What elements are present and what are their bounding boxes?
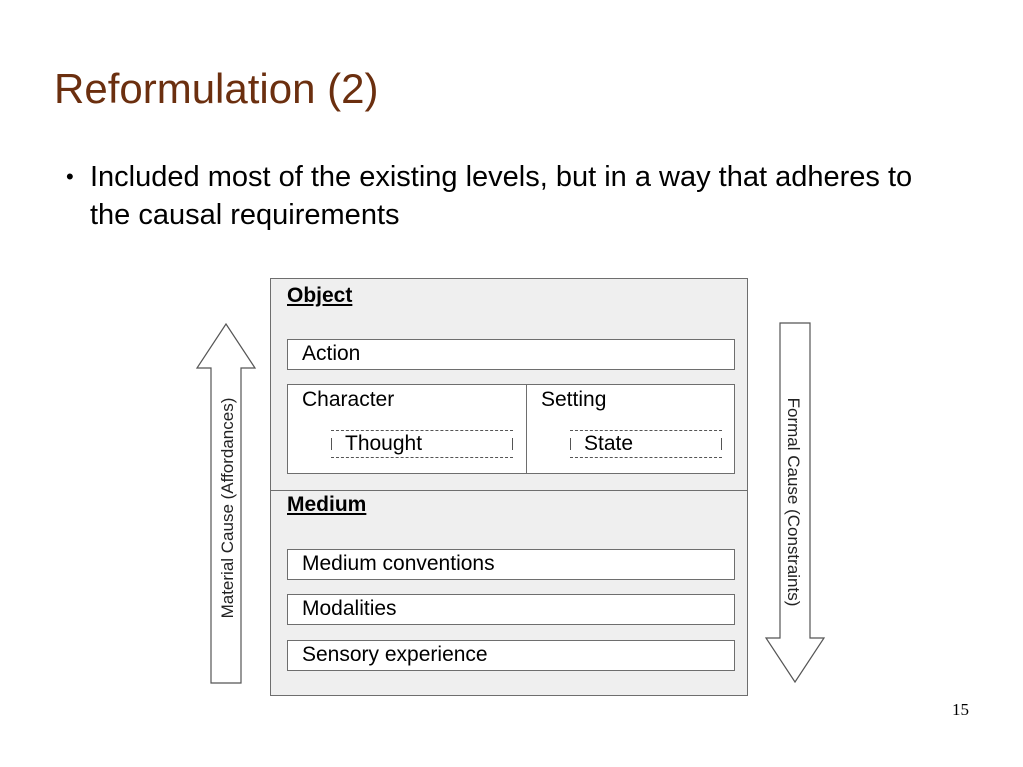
bullet-dot-icon: •	[66, 164, 74, 189]
bullet-text: Included most of the existing levels, bu…	[90, 161, 913, 231]
material-cause-label: Material Cause (Affordances)	[218, 397, 237, 619]
down-arrow-icon	[764, 322, 826, 684]
thought-box: Thought	[331, 430, 513, 458]
page-number: 15	[952, 700, 969, 719]
character-setting-divider	[526, 385, 527, 473]
levels-frame: Object Action Character Thought Setting …	[270, 278, 748, 696]
up-arrow-icon	[195, 322, 257, 684]
medium-section-label: Medium	[287, 493, 367, 516]
sensory-experience-box: Sensory experience	[287, 640, 735, 671]
object-section-label: Object	[287, 284, 353, 307]
modalities-box: Modalities	[287, 594, 735, 625]
character-label: Character	[302, 388, 395, 411]
state-box: State	[570, 430, 722, 458]
character-setting-box: Character Thought Setting State	[287, 384, 735, 474]
section-divider	[271, 490, 747, 491]
action-box: Action	[287, 339, 735, 370]
setting-label: Setting	[541, 388, 607, 411]
slide-title: Reformulation (2)	[54, 65, 379, 112]
formal-cause-label: Formal Cause (Constraints)	[784, 397, 803, 607]
medium-conventions-box: Medium conventions	[287, 549, 735, 580]
